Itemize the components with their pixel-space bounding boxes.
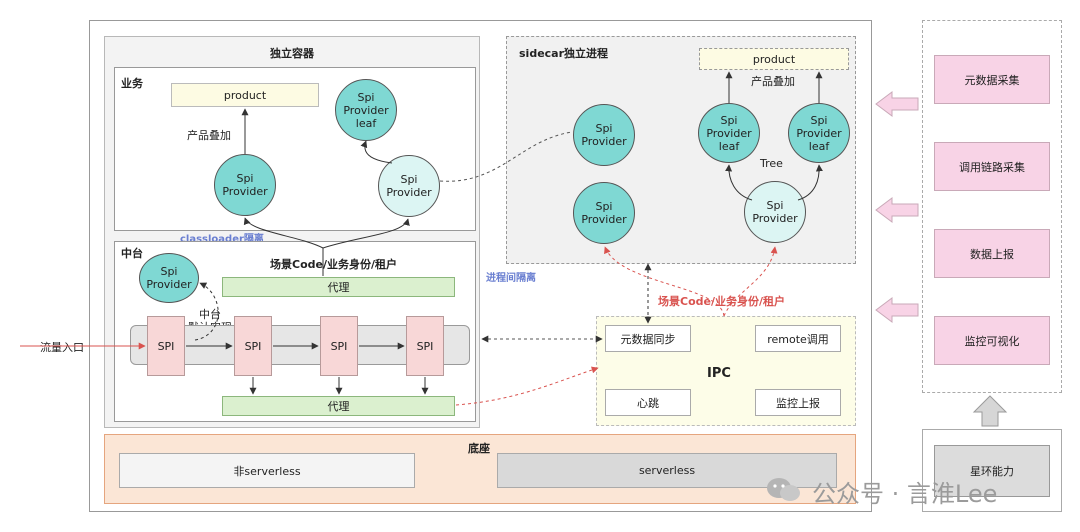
traffic-entry-label: 流量入口	[38, 339, 86, 355]
business-spi-provider: Spi Provider	[214, 154, 276, 216]
process-isolation-label: 进程间隔离	[486, 273, 536, 284]
sidecar-spi-provider-light: Spi Provider	[744, 181, 806, 243]
pink-arrow-2	[875, 197, 919, 223]
monitor-visual-button[interactable]: 监控可视化	[934, 316, 1050, 365]
ipc-title: IPC	[707, 366, 731, 381]
spi-box-2: SPI	[234, 316, 272, 376]
spi-box-3: SPI	[320, 316, 358, 376]
sidecar-tree-label: Tree	[760, 157, 783, 170]
sidecar-spi-provider-b: Spi Provider	[573, 182, 635, 244]
sidecar-title: sidecar独立进程	[519, 47, 609, 60]
ipc-monitor-report[interactable]: 监控上报	[755, 389, 841, 416]
business-product-overlay-label: 产品叠加	[187, 129, 231, 142]
business-spi-provider-light: Spi Provider	[378, 155, 440, 217]
business-spi-provider-leaf: Spi Provider leaf	[335, 79, 397, 141]
independent-container-title: 独立容器	[270, 47, 314, 60]
wechat-watermark-icon	[767, 478, 800, 501]
ipc-meta-sync[interactable]: 元数据同步	[605, 325, 691, 352]
sidecar-spi-provider-a: Spi Provider	[573, 104, 635, 166]
pink-arrow-3	[875, 297, 919, 323]
base-title: 底座	[468, 442, 490, 455]
middle-proxy-top: 代理	[222, 277, 455, 297]
sidecar-leaf-right: Spi Provider leaf	[788, 103, 850, 163]
call-chain-collect-button[interactable]: 调用链路采集	[934, 142, 1050, 191]
spi-box-1: SPI	[147, 316, 185, 376]
middle-spi-provider: Spi Provider	[139, 253, 199, 303]
ipc-heartbeat[interactable]: 心跳	[605, 389, 691, 416]
pink-arrow-1	[875, 91, 919, 117]
spi-box-4: SPI	[406, 316, 444, 376]
star-ring-box: 星环能力	[934, 445, 1050, 497]
data-report-button[interactable]: 数据上报	[934, 229, 1050, 278]
meta-collect-button[interactable]: 元数据采集	[934, 55, 1050, 104]
non-serverless-box: 非serverless	[119, 453, 415, 488]
sidecar-leaf-left: Spi Provider leaf	[698, 103, 760, 163]
scene-label-red: 场景Code/业务身份/租户	[658, 295, 785, 308]
watermark-text: 公众号 · 言淮Lee	[812, 480, 998, 508]
middle-platform-label: 中台	[121, 247, 143, 260]
sidecar-product-overlay-label: 产品叠加	[751, 75, 795, 88]
gray-up-arrow	[972, 395, 1008, 427]
classloader-isolation-label: classloader隔离	[180, 234, 264, 245]
middle-scene-label: 场景Code/业务身份/租户	[270, 258, 397, 271]
business-label: 业务	[121, 77, 143, 90]
business-product-box: product	[171, 83, 319, 107]
sidecar-product-box: product	[699, 48, 849, 70]
ipc-remote-call[interactable]: remote调用	[755, 325, 841, 352]
middle-proxy-bottom: 代理	[222, 396, 455, 416]
